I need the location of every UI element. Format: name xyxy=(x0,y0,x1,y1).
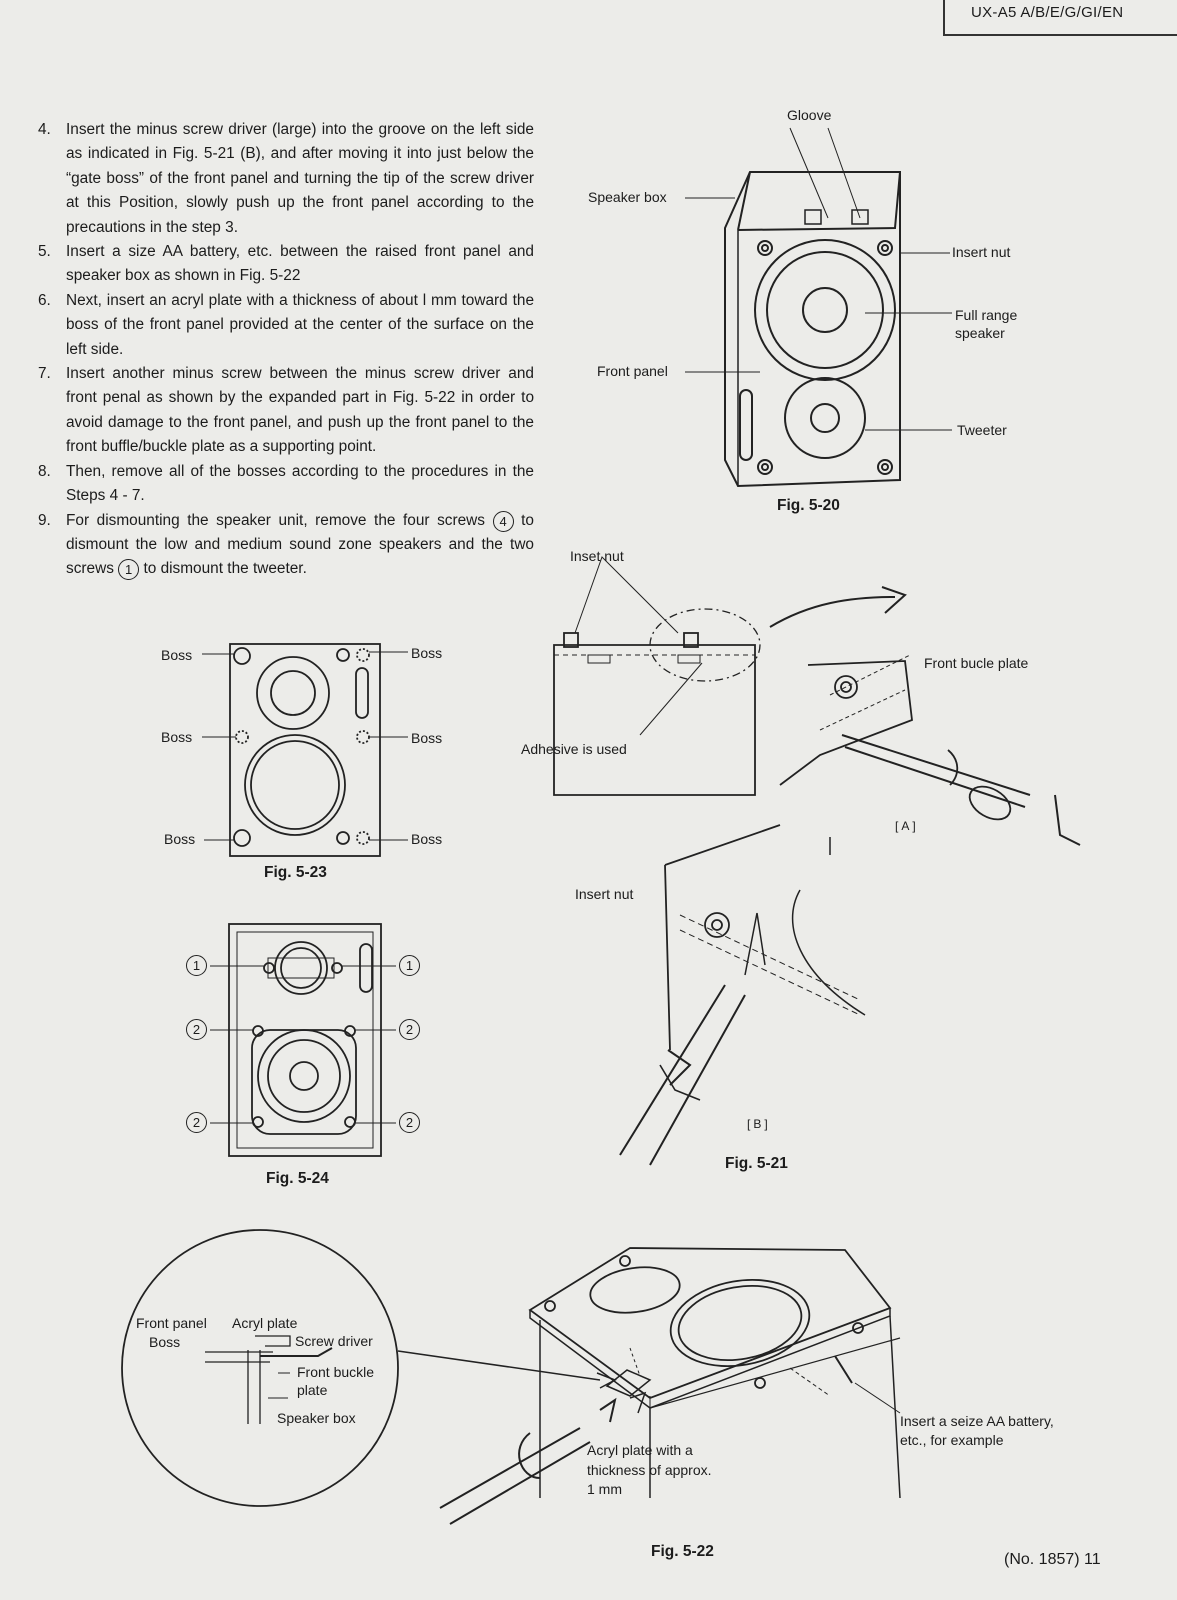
label-front-buckle: Front buckle xyxy=(297,1364,375,1380)
step-text: Then, remove all of the bosses according… xyxy=(66,462,534,505)
page-number: (No. 1857) 11 xyxy=(1004,1551,1101,1568)
label-groove: Gloove xyxy=(787,107,832,123)
figure-5-20: Gloove Speaker box Insert nut Full range… xyxy=(560,100,1040,520)
label-boss: Boss xyxy=(161,729,193,745)
label-battery: Insert a seize AA battery, xyxy=(900,1413,1054,1429)
figure-5-22: Front panel Acryl plate Boss Screw drive… xyxy=(110,1228,1110,1568)
label-inset-nut: Inset nut xyxy=(570,548,624,564)
screw-layout-drawing xyxy=(210,923,396,1157)
label-acryl-note: 1 mm xyxy=(587,1481,622,1497)
label-acryl-plate: Acryl plate xyxy=(232,1315,298,1331)
step-7: 7. Insert another minus screw between the… xyxy=(38,362,534,460)
screw-number-badge: 1 xyxy=(118,559,140,581)
step-number: 5. xyxy=(38,243,51,261)
screw-number-badge: 2 xyxy=(186,1112,207,1133)
figure-caption: Fig. 5-21 xyxy=(725,1155,788,1172)
label-boss: Boss xyxy=(411,831,443,847)
screw-number-badge: 2 xyxy=(186,1019,207,1040)
step-9: 9. For dismounting the speaker unit, remo… xyxy=(38,509,534,582)
label-speaker-box: Speaker box xyxy=(277,1410,356,1426)
label-front-bucle-plate: Front bucle plate xyxy=(924,655,1029,671)
screw-number-badge: 4 xyxy=(492,510,514,532)
figure-caption: Fig. 5-20 xyxy=(777,497,840,514)
step-number: 4. xyxy=(38,121,51,138)
screw-number-badge: 1 xyxy=(186,955,207,976)
label-boss: Boss xyxy=(164,831,196,847)
screw-number-badge: 2 xyxy=(399,1112,420,1133)
model-header: UX-A5 A/B/E/G/GI/EN xyxy=(943,0,1177,36)
label-adhesive: Adhesive is used xyxy=(521,741,627,757)
procedure-steps: 4. Insert the minus screw driver (large) … xyxy=(38,118,534,582)
step-text: For dismounting the speaker unit, remove… xyxy=(66,511,485,529)
label-front-panel: Front panel xyxy=(597,363,668,379)
step-number: 7. xyxy=(38,365,51,383)
step-5: 5. Insert a size AA battery, etc. between… xyxy=(38,240,534,289)
step-text: Insert a size AA battery, etc. between t… xyxy=(66,243,534,285)
label-screw-driver: Screw driver xyxy=(295,1333,373,1349)
screw-number-badge: 1 xyxy=(399,955,420,976)
step-4: 4. Insert the minus screw driver (large) … xyxy=(38,118,534,240)
label-front-panel: Front panel xyxy=(136,1315,207,1331)
step-text: to dismount the tweeter. xyxy=(143,560,307,578)
step-number: 9. xyxy=(38,511,51,529)
label-acryl-note: Acryl plate with a xyxy=(587,1442,693,1458)
label-boss: Boss xyxy=(411,730,443,746)
front-panel-lift-drawing xyxy=(121,1229,901,1525)
step-text: Next, insert an acryl plate with a thick… xyxy=(66,291,534,358)
figure-5-24: 1 1 2 2 2 2 Fig. 5-24 xyxy=(180,918,440,1198)
speaker-front-drawing xyxy=(685,127,952,488)
figure-caption: Fig. 5-23 xyxy=(264,864,327,881)
figure-5-23: Boss Boss Boss Boss Boss Boss Fig. 5-23 xyxy=(158,638,458,888)
step-8: 8. Then, remove all of the bosses accordi… xyxy=(38,460,534,509)
label-full-range-speaker: speaker xyxy=(955,325,1005,341)
step-text: to dismount the low and medium sound zon… xyxy=(66,511,534,578)
label-battery: etc., for example xyxy=(900,1432,1004,1448)
label-full-range: Full range xyxy=(955,307,1018,323)
label-boss: Boss xyxy=(411,645,443,661)
figure-caption: Fig. 5-22 xyxy=(651,1543,714,1560)
step-6: 6. Next, insert an acryl plate with a thi… xyxy=(38,289,534,362)
screw-number-badge: 2 xyxy=(399,1019,420,1040)
figure-5-21: Inset nut Adhesive is used Front bucle p… xyxy=(520,545,1081,1180)
label-acryl-note: thickness of approx. xyxy=(587,1462,712,1478)
insert-nut-drawing xyxy=(553,556,1081,1166)
step-number: 6. xyxy=(38,291,51,309)
label-tweeter: Tweeter xyxy=(957,422,1007,438)
label-insert-nut: Insert nut xyxy=(952,244,1011,260)
label-speaker-box: Speaker box xyxy=(588,189,667,205)
boss-layout-drawing xyxy=(202,643,408,857)
label-boss: Boss xyxy=(149,1334,181,1350)
step-number: 8. xyxy=(38,462,51,480)
figure-caption: Fig. 5-24 xyxy=(266,1170,329,1187)
view-label-b: [B] xyxy=(747,1117,771,1131)
view-label-a: [A] xyxy=(895,819,919,833)
label-insert-nut: Insert nut xyxy=(575,886,634,902)
step-text: Insert the minus screw driver (large) in… xyxy=(66,121,534,236)
label-boss: Boss xyxy=(161,647,193,663)
step-text: Insert another minus screw between the m… xyxy=(66,365,534,456)
label-front-buckle-plate: plate xyxy=(297,1382,328,1398)
